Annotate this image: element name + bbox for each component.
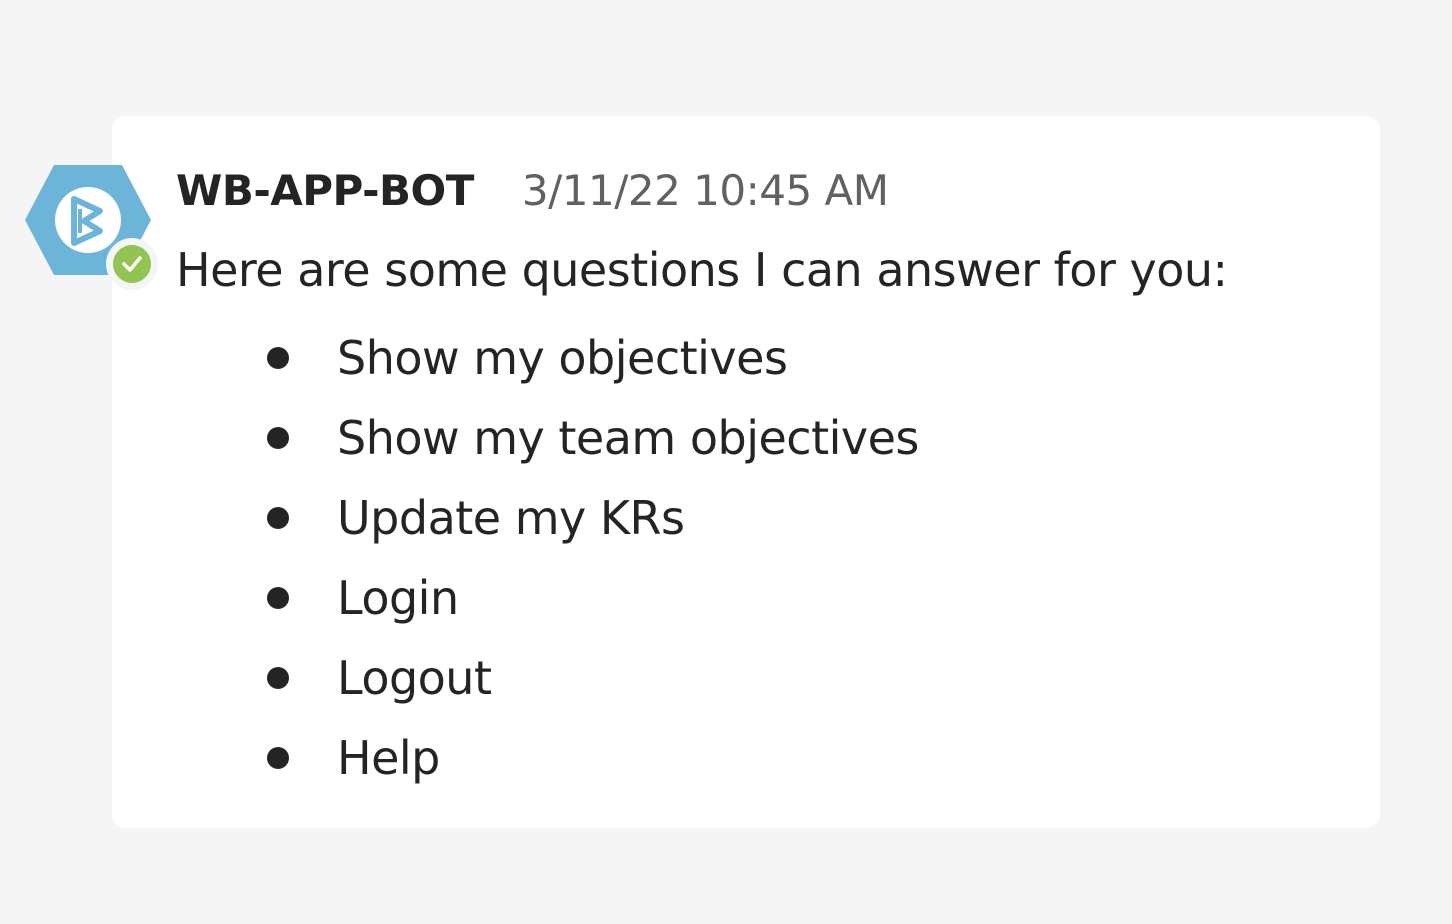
presence-badge — [106, 238, 158, 290]
message-bubble — [112, 116, 1380, 828]
bullet-icon — [267, 667, 289, 689]
check-icon — [113, 245, 151, 283]
list-item-label: Login — [337, 571, 459, 625]
list-item-label: Show my objectives — [337, 331, 788, 385]
bullet-icon — [267, 507, 289, 529]
sender-name[interactable]: WB-APP-BOT — [176, 165, 474, 215]
list-item: Show my objectives — [262, 318, 919, 398]
bullet-icon — [267, 347, 289, 369]
list-item-label: Help — [337, 731, 440, 785]
message-header: WB-APP-BOT 3/11/22 10:45 AM — [176, 160, 889, 220]
list-item-label: Update my KRs — [337, 491, 685, 545]
bullet-icon — [267, 587, 289, 609]
list-item: Help — [262, 718, 919, 798]
questions-list: Show my objectives Show my team objectiv… — [262, 318, 919, 798]
bullet-icon — [267, 427, 289, 449]
message-text: Here are some questions I can answer for… — [176, 243, 1228, 297]
bullet-icon — [267, 747, 289, 769]
list-item-label: Logout — [337, 651, 492, 705]
list-item-label: Show my team objectives — [337, 411, 919, 465]
list-item: Show my team objectives — [262, 398, 919, 478]
list-item: Logout — [262, 638, 919, 718]
list-item: Login — [262, 558, 919, 638]
list-item: Update my KRs — [262, 478, 919, 558]
message-timestamp: 3/11/22 10:45 AM — [521, 165, 889, 215]
